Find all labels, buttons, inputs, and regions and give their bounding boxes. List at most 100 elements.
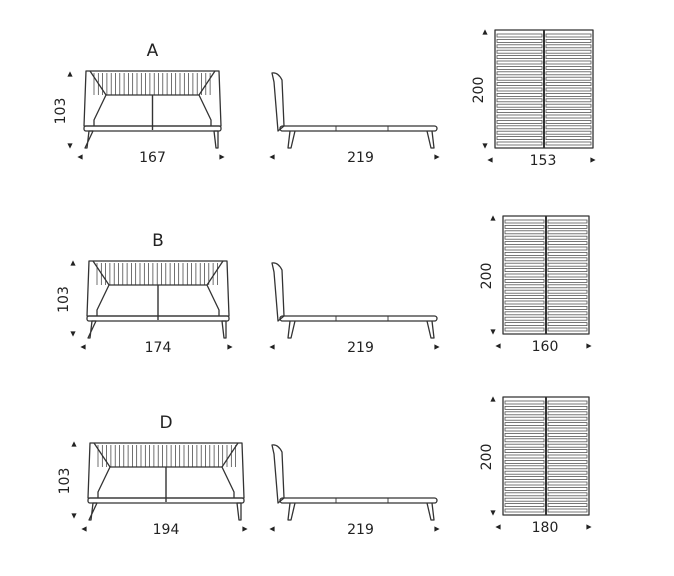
slat	[504, 454, 545, 459]
side-leg	[426, 502, 435, 521]
slat	[504, 497, 545, 502]
slat	[496, 130, 543, 135]
slat	[496, 44, 543, 49]
slat	[504, 465, 545, 470]
slat	[547, 411, 588, 416]
slat	[547, 246, 588, 251]
dimension-arrow	[269, 154, 275, 160]
slat	[496, 93, 543, 97]
slat	[504, 268, 545, 273]
slat	[547, 476, 588, 481]
slat	[547, 289, 588, 294]
dimension-arrow	[269, 344, 275, 350]
right-wing	[221, 442, 239, 498]
slat	[547, 481, 588, 486]
slat	[496, 103, 543, 108]
slat	[547, 416, 588, 421]
slat	[504, 311, 545, 316]
slat	[545, 103, 592, 108]
headboard-outline	[86, 260, 230, 317]
slat-panel: 200 180	[479, 396, 592, 536]
slat	[547, 443, 588, 448]
slat	[504, 508, 545, 513]
slat	[545, 141, 592, 146]
dimension-arrow	[219, 154, 225, 160]
slat	[504, 427, 545, 432]
slat	[504, 400, 545, 405]
slat	[496, 49, 543, 54]
dimension-arrow	[269, 526, 275, 532]
slat	[504, 443, 545, 448]
slat	[547, 427, 588, 432]
slat-length-label: 200	[479, 444, 495, 471]
side-frame	[279, 125, 438, 132]
slat	[504, 416, 545, 421]
slat	[547, 262, 588, 267]
slat	[496, 39, 543, 43]
side-leg	[287, 320, 296, 339]
slat	[545, 98, 592, 103]
slat	[547, 438, 588, 443]
dimension-arrow	[434, 526, 440, 532]
slat	[504, 486, 545, 491]
dimension-arrow	[495, 343, 501, 349]
bed-leg	[236, 502, 242, 521]
slat	[504, 405, 545, 410]
dimension-arrow	[495, 524, 501, 530]
slat	[547, 278, 588, 283]
slat	[504, 470, 545, 475]
slat-width-label: 160	[532, 339, 559, 355]
slat	[547, 295, 588, 300]
slat	[504, 251, 545, 256]
slat	[547, 311, 588, 316]
slat	[504, 432, 545, 437]
slat	[547, 322, 588, 327]
side-leg	[426, 130, 435, 149]
right-wing	[198, 70, 216, 126]
side-view: 219	[269, 72, 440, 166]
front-height-label: 103	[53, 98, 69, 125]
slat	[496, 71, 543, 76]
left-wing	[92, 260, 110, 316]
slat	[547, 459, 588, 464]
dimension-arrow	[434, 154, 440, 160]
slat	[504, 459, 545, 464]
slat	[547, 300, 588, 305]
slat	[504, 273, 545, 278]
bed-frame	[83, 125, 222, 132]
slat	[547, 486, 588, 491]
slat	[547, 224, 588, 229]
dimension-arrow	[67, 143, 73, 149]
headboard-outline	[87, 442, 245, 499]
side-view: 219	[269, 444, 440, 538]
slat	[547, 454, 588, 459]
dimension-arrow	[490, 396, 496, 402]
dimension-arrow	[490, 329, 496, 335]
headboard-outline	[83, 70, 222, 127]
slat	[547, 305, 588, 310]
slat	[504, 422, 545, 427]
slat	[545, 55, 592, 59]
dimension-arrow	[70, 331, 76, 337]
slat	[504, 322, 545, 327]
slat	[504, 300, 545, 305]
slat	[496, 114, 543, 119]
dimension-arrow	[586, 343, 592, 349]
dimension-arrow	[71, 513, 77, 519]
dimension-arrow	[434, 344, 440, 350]
bed-leg	[213, 130, 219, 149]
slat	[547, 432, 588, 437]
slat	[496, 125, 543, 130]
slat	[547, 449, 588, 454]
slat	[496, 33, 543, 38]
dimension-arrow	[67, 71, 73, 77]
dimension-arrow	[71, 441, 77, 447]
slat	[504, 316, 545, 321]
slat-width-label: 180	[532, 520, 559, 536]
